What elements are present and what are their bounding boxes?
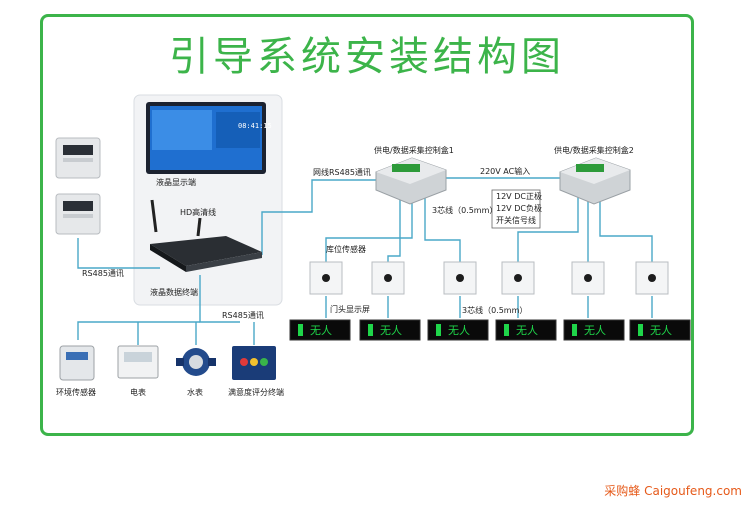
door-indicator: 无人 — [495, 319, 557, 341]
person-icon — [572, 324, 577, 336]
switch-signal-label: 开关信号线 — [496, 216, 536, 225]
indicator-text: 无人 — [380, 324, 402, 337]
slot-sensor — [501, 261, 535, 295]
diagram-title: 引导系统安装结构图 — [169, 34, 565, 80]
data-terminal-router — [150, 199, 262, 272]
rating-terminal-device — [232, 346, 276, 380]
control-box-2 — [559, 157, 631, 205]
slot-sensor — [371, 261, 405, 295]
indicator-text: 无人 — [516, 324, 538, 337]
door-indicator: 无人 — [289, 319, 351, 341]
control-box-1 — [375, 157, 447, 205]
rs485-bottom-label: RS485通讯 — [222, 311, 264, 320]
electric-meter-label: 电表 — [130, 388, 146, 397]
site-watermark[interactable]: 采购蜂 Caigoufeng.com — [604, 484, 742, 498]
person-icon — [504, 324, 509, 336]
door-indicator: 无人 — [563, 319, 625, 341]
network-rs485-label: 网线RS485通讯 — [313, 168, 371, 177]
door-indicator: 无人 — [629, 319, 691, 341]
box1-label: 供电/数据采集控制盒1 — [374, 146, 454, 155]
water-meter-device — [176, 348, 216, 376]
hd-cable-label: HD高清线 — [180, 208, 217, 217]
wall-device-top — [55, 137, 101, 179]
door-display-label: 门头显示屏 — [330, 305, 370, 314]
person-icon — [638, 324, 643, 336]
slot-sensor — [443, 261, 477, 295]
dc-plus-label: 12V DC正极 — [496, 192, 542, 201]
slot-sensor — [571, 261, 605, 295]
env-sensor-device — [59, 345, 95, 381]
indicator-text: 无人 — [448, 324, 470, 337]
electric-meter-device — [117, 345, 159, 379]
slot-sensor-label: 库位传感器 — [326, 245, 366, 254]
door-indicator: 无人 — [427, 319, 489, 341]
indicator-text: 无人 — [584, 324, 606, 337]
person-icon — [298, 324, 303, 336]
door-indicator: 无人 — [359, 319, 421, 341]
wires — [77, 177, 653, 345]
env-sensor-label: 环境传感器 — [56, 388, 96, 397]
lcd-display-label: 液晶显示端 — [156, 178, 196, 187]
rating-terminal-label: 满意度评分终端 — [228, 388, 284, 397]
dc-minus-label: 12V DC负极 — [496, 204, 542, 213]
door-indicator-row: 无人 无人 无人 无人 无人 无人 — [289, 319, 691, 341]
wire-upper-label: 3芯线（0.5mm） — [432, 206, 498, 215]
indicator-text: 无人 — [310, 324, 332, 337]
wall-device-bottom — [55, 193, 101, 235]
lcd-monitor — [146, 102, 266, 174]
lcd-terminal-label: 液晶数据终端 — [150, 288, 198, 297]
ac-input-label: 220V AC输入 — [480, 167, 531, 176]
water-meter-label: 水表 — [187, 388, 203, 397]
dc-legend-box — [491, 189, 541, 229]
indicator-text: 无人 — [650, 324, 672, 337]
slot-sensor — [309, 261, 343, 295]
lcd-clock: 08:41:15 — [238, 122, 272, 130]
wire-lower-label: 3芯线（0.5mm） — [462, 306, 528, 315]
box2-label: 供电/数据采集控制盒2 — [554, 146, 634, 155]
person-icon — [368, 324, 373, 336]
person-icon — [436, 324, 441, 336]
rs485-left-label: RS485通讯 — [82, 269, 124, 278]
slot-sensor — [635, 261, 669, 295]
slot-sensor-row — [309, 261, 669, 295]
